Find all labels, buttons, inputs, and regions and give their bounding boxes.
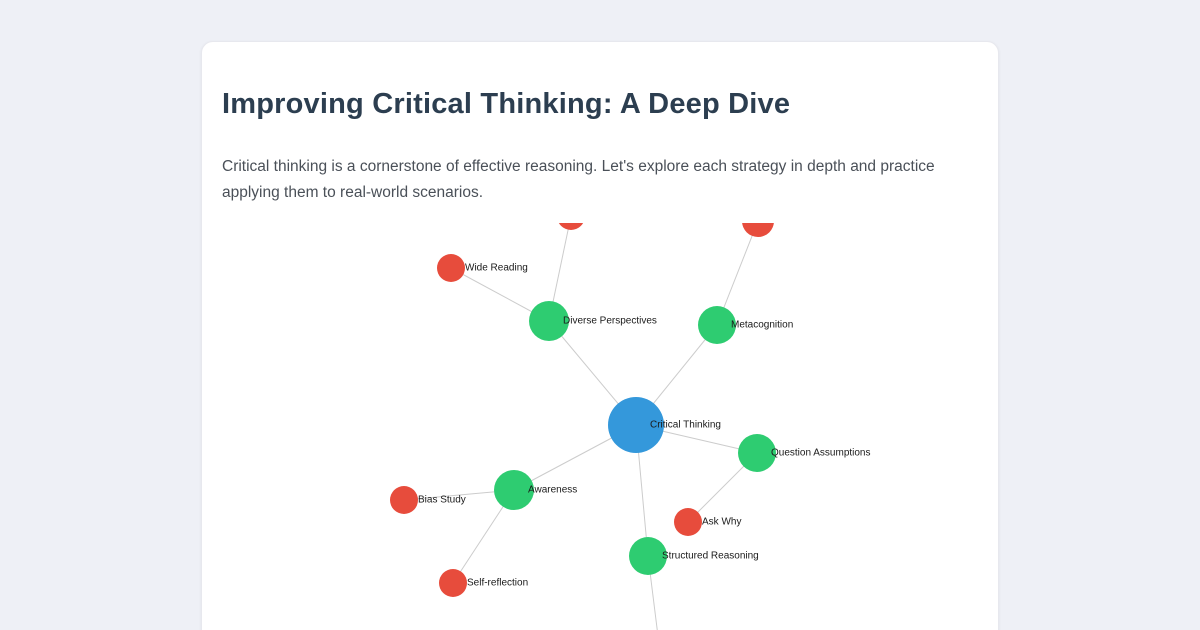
graph-node-label-metacognition: Metacognition: [731, 320, 793, 331]
graph-node-structured-reasoning[interactable]: [629, 537, 667, 575]
graph-node-question-assumptions[interactable]: [738, 434, 776, 472]
graph-edge-structured-reasoning--offscreen-node-bottom: [647, 555, 658, 630]
graph-node-ask-why[interactable]: [674, 508, 702, 536]
graph-node-metacognition[interactable]: [698, 306, 736, 344]
graph-node-label-wide-reading: Wide Reading: [465, 263, 528, 274]
graph-node-label-ask-why: Ask Why: [702, 517, 741, 528]
graph-node-clipped-node-top-left[interactable]: [557, 223, 585, 230]
graph-node-self-reflection[interactable]: [439, 569, 467, 597]
graph-node-label-structured-reasoning: Structured Reasoning: [662, 551, 759, 562]
graph-node-bias-study[interactable]: [390, 486, 418, 514]
graph-node-diverse-perspectives[interactable]: [529, 301, 569, 341]
graph-node-label-critical-thinking: Critical Thinking: [650, 420, 721, 431]
graph-node-clipped-node-top-right[interactable]: [742, 223, 774, 237]
page-title: Improving Critical Thinking: A Deep Dive: [222, 88, 791, 120]
graph-node-awareness[interactable]: [494, 470, 534, 510]
graph-node-label-diverse-perspectives: Diverse Perspectives: [563, 316, 657, 327]
graph-node-label-bias-study: Bias Study: [418, 495, 466, 506]
graph-node-label-awareness: Awareness: [528, 485, 577, 496]
graph-node-label-question-assumptions: Question Assumptions: [771, 448, 871, 459]
network-graph[interactable]: Critical Thinking Diverse Perspectives Met…: [202, 223, 1000, 630]
graph-node-wide-reading[interactable]: [437, 254, 465, 282]
content-card: Improving Critical Thinking: A Deep Dive…: [201, 41, 999, 630]
network-graph-svg[interactable]: Critical Thinking Diverse Perspectives Met…: [202, 223, 1000, 630]
graph-node-label-self-reflection: Self-reflection: [467, 578, 528, 589]
graph-node-critical-thinking[interactable]: [608, 397, 664, 453]
page-description: Critical thinking is a cornerstone of ef…: [222, 158, 935, 201]
